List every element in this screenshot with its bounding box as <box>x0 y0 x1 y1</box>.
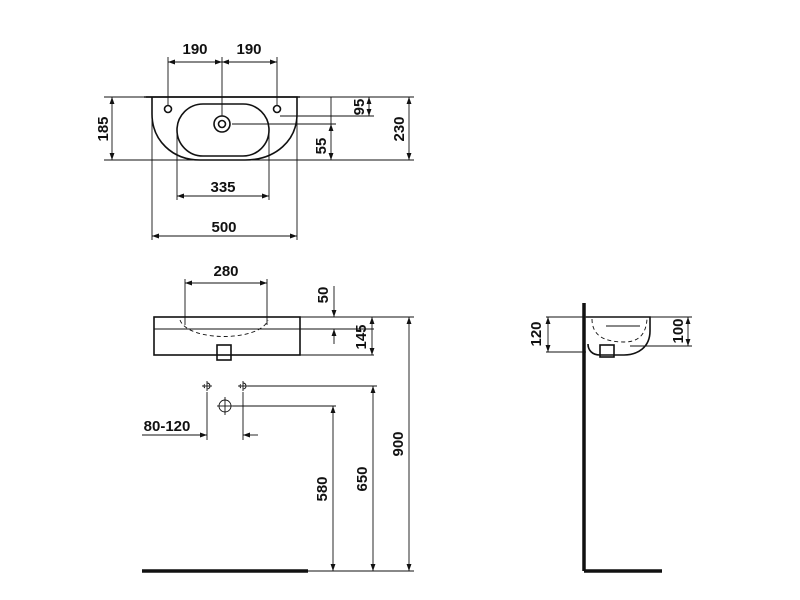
side-bowl-hidden <box>591 318 648 343</box>
dim-front-basin-height: 145 <box>353 324 370 349</box>
waste-point <box>217 397 233 415</box>
front-view: 80-120 280 50 145 580 650 900 <box>142 263 414 573</box>
dim-top-depth-185: 185 <box>95 116 112 141</box>
side-waste-outlet <box>599 344 615 358</box>
dim-front-rim-total-height: 900 <box>390 431 407 456</box>
dim-top-overall-width: 500 <box>211 219 236 236</box>
dim-top-hole-55: 55 <box>313 138 330 155</box>
top-basin-outline <box>146 96 298 161</box>
mounting-hole-left <box>163 104 173 114</box>
dim-front-bowl-width: 280 <box>213 263 238 280</box>
top-bowl <box>176 103 270 157</box>
dim-top-tap-right: 190 <box>236 41 261 58</box>
dim-front-waste-height: 580 <box>314 476 331 501</box>
tap-hole <box>213 115 231 133</box>
side-basin-profile <box>586 316 651 356</box>
dim-top-hole-95: 95 <box>351 99 368 116</box>
front-basin-body <box>153 316 301 356</box>
side-view: 120 100 <box>528 303 692 573</box>
top-view: 190 190 335 500 185 95 55 230 <box>95 41 414 240</box>
dim-front-waste-spacing: 80-120 <box>144 418 191 435</box>
dim-top-bowl-width: 335 <box>210 179 235 196</box>
dim-front-rim-height: 50 <box>315 287 332 304</box>
dim-top-total-230: 230 <box>391 116 408 141</box>
mounting-hole-right <box>272 104 282 114</box>
supply-point-right <box>238 381 248 391</box>
dim-front-supply-height: 650 <box>354 466 371 491</box>
front-bowl-hidden <box>179 319 269 337</box>
dim-side-bowl-height: 100 <box>670 318 687 343</box>
supply-point-left <box>202 381 212 391</box>
tap-hole-inner <box>217 119 227 129</box>
dim-side-overall-height: 120 <box>528 321 545 346</box>
dim-top-tap-left: 190 <box>182 41 207 58</box>
front-waste-outlet <box>216 344 232 361</box>
